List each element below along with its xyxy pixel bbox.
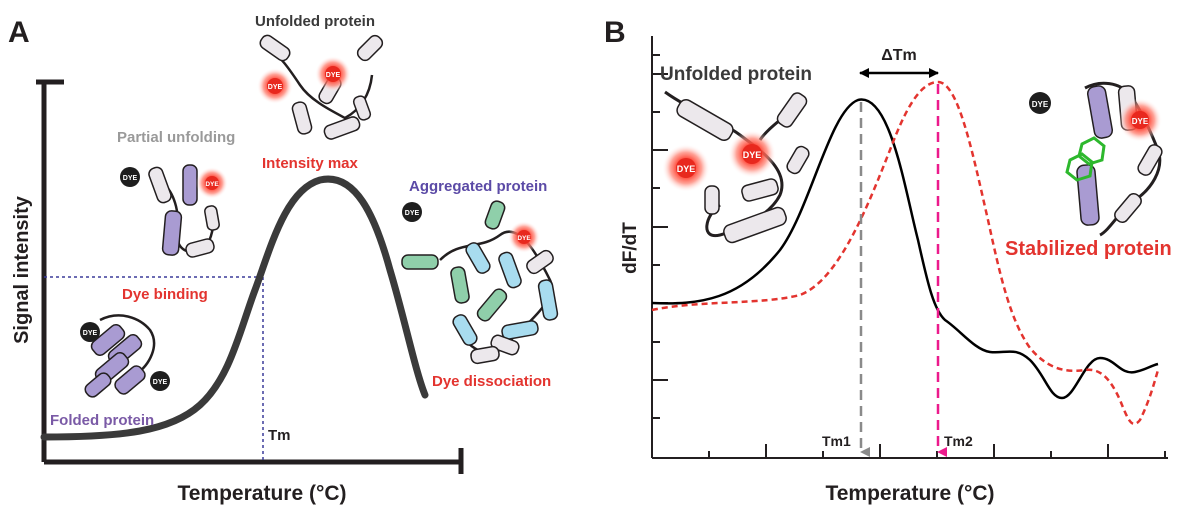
dye-dark: DYE: [1029, 92, 1051, 114]
panel-a: A Signal intensity Temperature (°C) Tm U…: [8, 13, 559, 505]
dye-dark: DYE: [80, 322, 100, 342]
label-stabilized-protein: Stabilized protein: [1005, 238, 1172, 260]
svg-text:DYE: DYE: [743, 150, 762, 160]
panel-a-axes: [36, 79, 464, 474]
svg-text:DYE: DYE: [405, 210, 420, 217]
panel-a-letter: A: [8, 16, 30, 49]
signal-curve: [40, 175, 429, 441]
delta-tm-label: ΔTm: [881, 47, 917, 64]
label-aggregated-protein: Aggregated protein: [409, 178, 547, 195]
panel-b: B dF/dT Temperature (: [604, 16, 1172, 505]
tm-label: Tm: [268, 427, 291, 444]
panel-a-xlabel: Temperature (°C): [177, 482, 346, 505]
panel-b-ylabel: dF/dT: [620, 222, 641, 274]
panel-a-ylabel: Signal intensity: [11, 195, 33, 344]
dye-dark: DYE: [402, 202, 422, 222]
svg-text:DYE: DYE: [123, 175, 138, 182]
unfolded-protein-illustration-b: [664, 90, 810, 244]
partial-unfolding-illustration: [148, 164, 220, 258]
curve-unfolded: [651, 98, 1159, 400]
dye-glowing: DYE: [315, 56, 351, 92]
panel-b-xlabel: Temperature (°C): [825, 482, 994, 505]
label-unfolded-protein-b: Unfolded protein: [660, 64, 812, 85]
dye-dark: DYE: [150, 371, 170, 391]
label-unfolded-protein-a: Unfolded protein: [255, 13, 375, 30]
svg-text:DYE: DYE: [83, 330, 98, 337]
dye-glowing: DYE: [257, 68, 293, 104]
dye-glowing: DYE: [508, 221, 540, 253]
svg-text:DYE: DYE: [205, 181, 219, 188]
folded-protein-illustration: [84, 314, 156, 398]
dye-glowing: DYE: [662, 144, 710, 192]
panel-b-letter: B: [604, 16, 626, 49]
dye-glowing: DYE: [728, 130, 776, 178]
dye-glowing: DYE: [1118, 98, 1162, 142]
svg-text:DYE: DYE: [517, 235, 531, 242]
stabilized-protein-illustration: [1076, 81, 1163, 237]
svg-text:DYE: DYE: [268, 84, 283, 91]
dye-dark: DYE: [120, 167, 140, 187]
label-dye-dissociation: Dye dissociation: [432, 373, 551, 390]
tm1-label: Tm1: [822, 433, 851, 449]
svg-text:DYE: DYE: [1032, 100, 1049, 109]
svg-text:DYE: DYE: [677, 164, 696, 174]
svg-text:DYE: DYE: [1132, 117, 1149, 126]
label-intensity-max: Intensity max: [262, 155, 359, 172]
aggregated-protein-illustration: [401, 200, 559, 365]
label-folded-protein: Folded protein: [50, 412, 154, 429]
ligand-ring-icon: [1065, 136, 1106, 182]
panel-b-axes: [651, 36, 1168, 459]
svg-text:DYE: DYE: [326, 72, 341, 79]
label-partial-unfolding: Partial unfolding: [117, 129, 235, 146]
label-dye-binding: Dye binding: [122, 286, 208, 303]
dye-glowing: DYE: [196, 167, 228, 199]
curve-stabilized: [651, 80, 1160, 426]
svg-text:DYE: DYE: [153, 379, 168, 386]
tm2-label: Tm2: [944, 433, 973, 449]
